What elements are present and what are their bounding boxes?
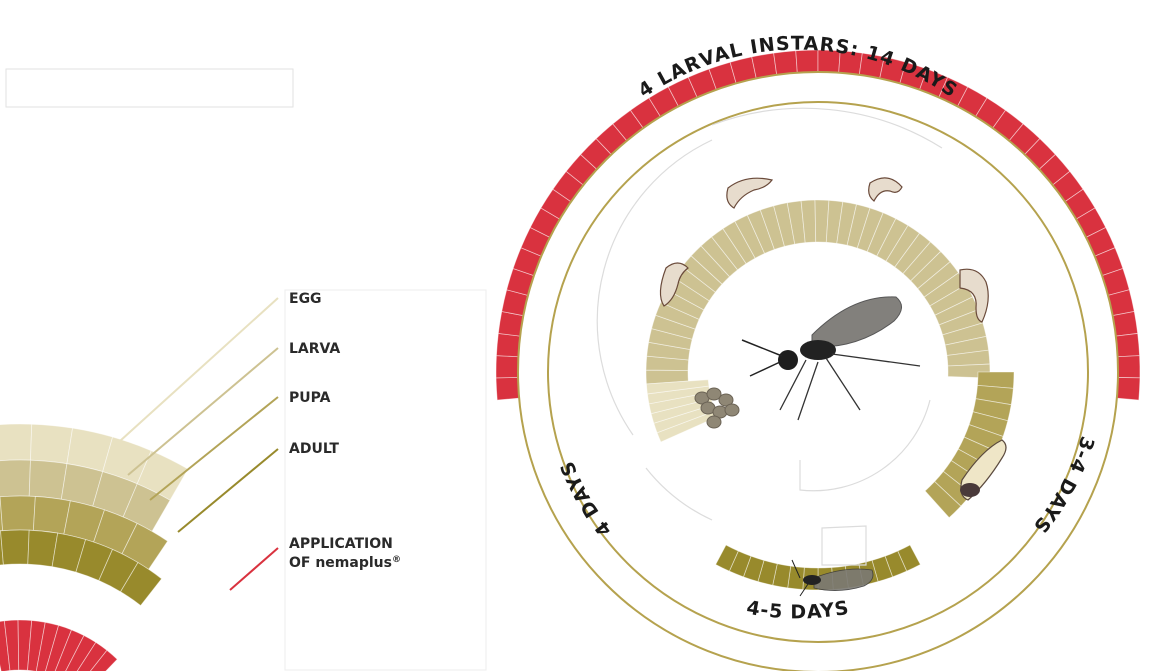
pupa-stage-label: 3-4 DAYS	[1029, 434, 1099, 538]
legend-registered-mark: ®	[392, 555, 401, 565]
application-arc-segment	[1118, 356, 1140, 378]
legend-arcs	[0, 424, 188, 671]
legend-label-application: APPLICATION	[289, 536, 393, 552]
application-arc-segment	[1117, 377, 1140, 400]
legend-application-arc	[0, 620, 117, 671]
fungus-gnat-adult-icon	[742, 297, 920, 420]
legend-caption-box	[6, 69, 293, 107]
legend-label-pupa: PUPA	[289, 390, 331, 406]
application-leader-line	[230, 548, 278, 590]
legend-label-egg: EGG	[289, 291, 322, 307]
application-arc-segment	[1113, 311, 1138, 336]
application-arc-segment	[496, 333, 520, 356]
legend-adult-arc-segment	[1, 530, 30, 565]
adult-leader-line	[178, 449, 278, 532]
legend-label-application-of: OF nemaplus®	[289, 555, 401, 571]
legend-pupa-arc-segment	[0, 496, 35, 531]
adult-stage-label: 4-5 DAYS	[745, 597, 851, 624]
application-arc-segment	[496, 356, 518, 378]
legend-egg-arc-segment	[0, 424, 32, 461]
legend-larva-arc-segment	[29, 460, 67, 499]
legend-egg-arc-segment	[30, 424, 72, 463]
legend-label-larva: LARVA	[289, 341, 340, 357]
application-arc-segment	[496, 377, 519, 400]
pupa-leader-line	[150, 397, 278, 500]
legend-of-text: OF	[289, 555, 315, 571]
legend-brand-name: nemaplus	[315, 555, 392, 571]
guide-arcs	[597, 108, 942, 565]
legend-larva-arc-segment	[0, 460, 30, 497]
egg-stage-label: 4 DAYS	[556, 457, 616, 540]
egg-leader-line	[110, 298, 278, 450]
application-arc-segment	[1116, 333, 1140, 356]
legend-label-adult: ADULT	[289, 441, 339, 457]
